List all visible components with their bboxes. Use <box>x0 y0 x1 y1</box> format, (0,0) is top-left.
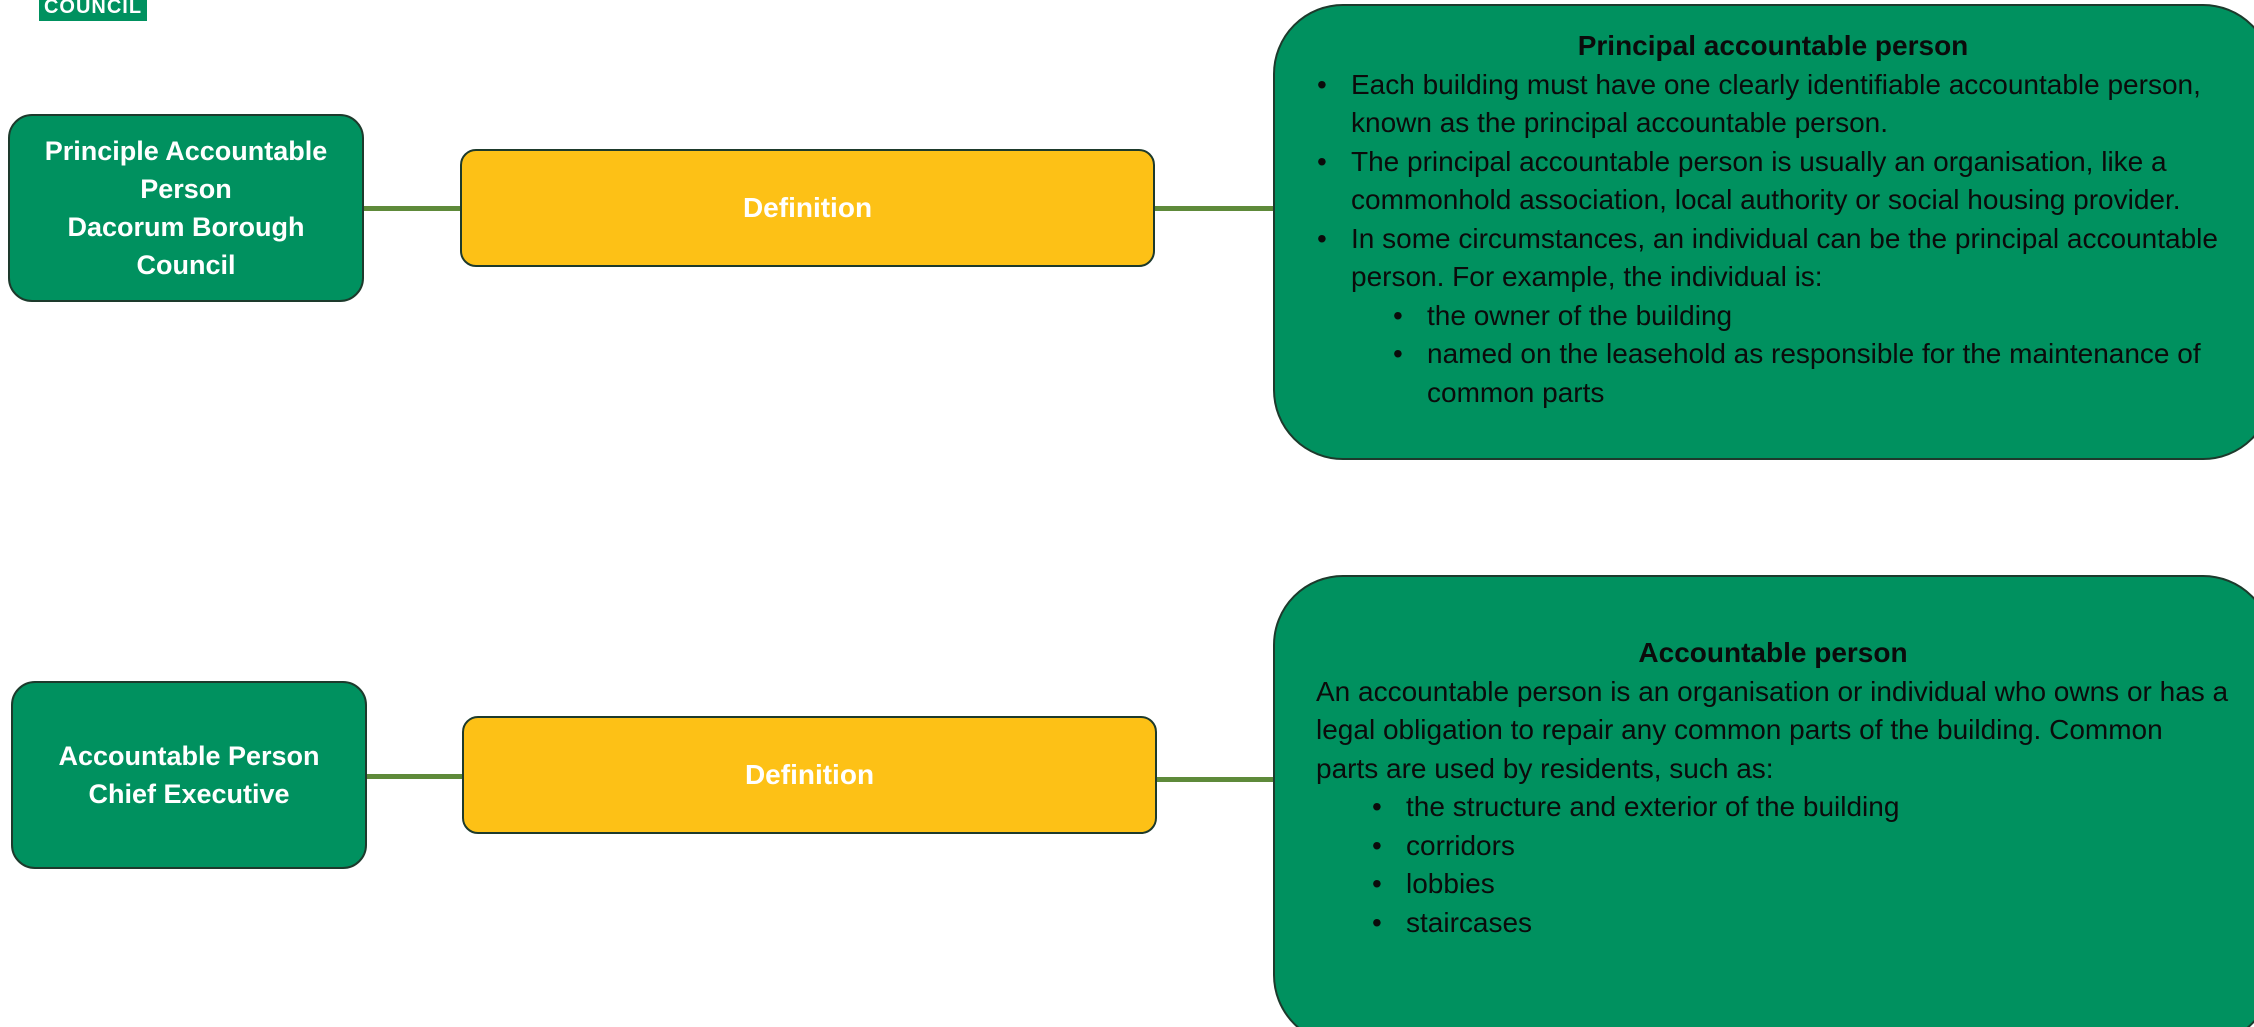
info-bullet: the structure and exterior of the buildi… <box>1275 788 2254 827</box>
role-line: Chief Executive <box>88 779 290 809</box>
role-line: Accountable Person <box>58 741 320 771</box>
role-box-accountable-person: Accountable Person Chief Executive <box>11 681 367 869</box>
info-sub-bullet: named on the leasehold as responsible fo… <box>1275 335 2231 412</box>
info-title: Principal accountable person <box>1577 30 1969 61</box>
role-line: Dacorum Borough <box>67 212 305 242</box>
info-bullet: lobbies <box>1275 865 2254 904</box>
definition-box-1: Definition <box>460 149 1155 267</box>
info-sub-bullet: the owner of the building <box>1275 297 2231 336</box>
role-box-principal-accountable-person: Principle Accountable Person Dacorum Bor… <box>8 114 364 302</box>
info-bullet: The principal accountable person is usua… <box>1275 143 2231 220</box>
info-bullet: corridors <box>1275 827 2254 866</box>
role-line: Person <box>140 174 232 204</box>
connector-role-to-definition-2 <box>365 774 464 779</box>
role-line: Principle Accountable <box>44 136 328 166</box>
definition-label: Definition <box>742 192 873 223</box>
connector-role-to-definition-1 <box>362 206 462 211</box>
info-bullet: In some circumstances, an individual can… <box>1275 220 2231 297</box>
info-bullet: staircases <box>1275 904 2254 943</box>
info-bullet-list: Each building must have one clearly iden… <box>1275 66 2254 297</box>
info-box-accountable-person: Accountable person An accountable person… <box>1273 575 2254 1027</box>
info-box-principal-accountable-person: Principal accountable person Each buildi… <box>1273 4 2254 460</box>
connector-definition-to-info-2 <box>1155 777 1275 782</box>
definition-label: Definition <box>744 759 875 790</box>
definition-box-2: Definition <box>462 716 1157 834</box>
info-paragraph: An accountable person is an organisation… <box>1316 675 2229 784</box>
info-bullet-list: the structure and exterior of the buildi… <box>1275 788 2254 942</box>
info-title: Accountable person <box>1638 637 1908 668</box>
council-logo: COUNCIL <box>39 0 147 21</box>
info-bullet: Each building must have one clearly iden… <box>1275 66 2231 143</box>
role-line: Council <box>136 250 236 280</box>
connector-definition-to-info-1 <box>1153 206 1275 211</box>
info-sub-bullet-list: the owner of the building named on the l… <box>1275 297 2254 413</box>
